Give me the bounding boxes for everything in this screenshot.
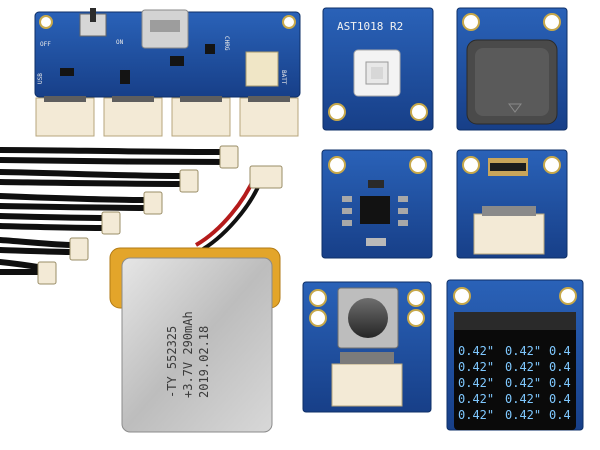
led-module-label: AST1018 R2	[337, 20, 403, 33]
button-module	[302, 281, 432, 413]
oled-r4c2: 0.4	[549, 408, 571, 422]
label-chrg: CHRG	[223, 36, 230, 51]
battery: -TY 552325 +3.7V 290mAh 2019.02.18	[109, 165, 283, 433]
led-module: AST1018 R2	[322, 7, 434, 131]
cable-connectors	[37, 145, 239, 285]
oled-r4c0: 0.42"	[458, 408, 494, 422]
oled-r3c0: 0.42"	[458, 392, 494, 406]
oled-r1c0: 0.42"	[458, 360, 494, 374]
oled-r0c0: 0.42"	[458, 344, 494, 358]
cables	[0, 147, 233, 275]
label-on: ON	[116, 39, 124, 46]
speaker-module	[456, 7, 568, 131]
oled-r1c1: 0.42"	[505, 360, 541, 374]
oled-r2c2: 0.4	[549, 376, 571, 390]
oled-module: 0.42" 0.42" 0.4 0.42" 0.42" 0.4 0.42" 0.…	[446, 279, 584, 431]
oled-r0c2: 0.4	[549, 344, 571, 358]
label-batt: BATT	[280, 70, 287, 85]
oled-r2c1: 0.42"	[505, 376, 541, 390]
battery-line-2: +3.7V 290mAh	[181, 311, 195, 398]
battery-line-3: 2019.02.18	[197, 326, 211, 398]
oled-r0c1: 0.42"	[505, 344, 541, 358]
oled-r4c1: 0.42"	[505, 408, 541, 422]
label-off: OFF	[40, 41, 51, 48]
oled-r1c2: 0.4	[549, 360, 571, 374]
connector-module	[456, 149, 568, 259]
main-board: OFF ON CHRG BATT USB	[34, 8, 301, 137]
oled-r2c0: 0.42"	[458, 376, 494, 390]
button-cap	[348, 298, 388, 338]
battery-line-1: -TY 552325	[165, 326, 179, 398]
oled-r3c1: 0.42"	[505, 392, 541, 406]
label-usb: USB	[37, 73, 44, 84]
chip-module	[321, 149, 433, 259]
oled-r3c2: 0.4	[549, 392, 571, 406]
